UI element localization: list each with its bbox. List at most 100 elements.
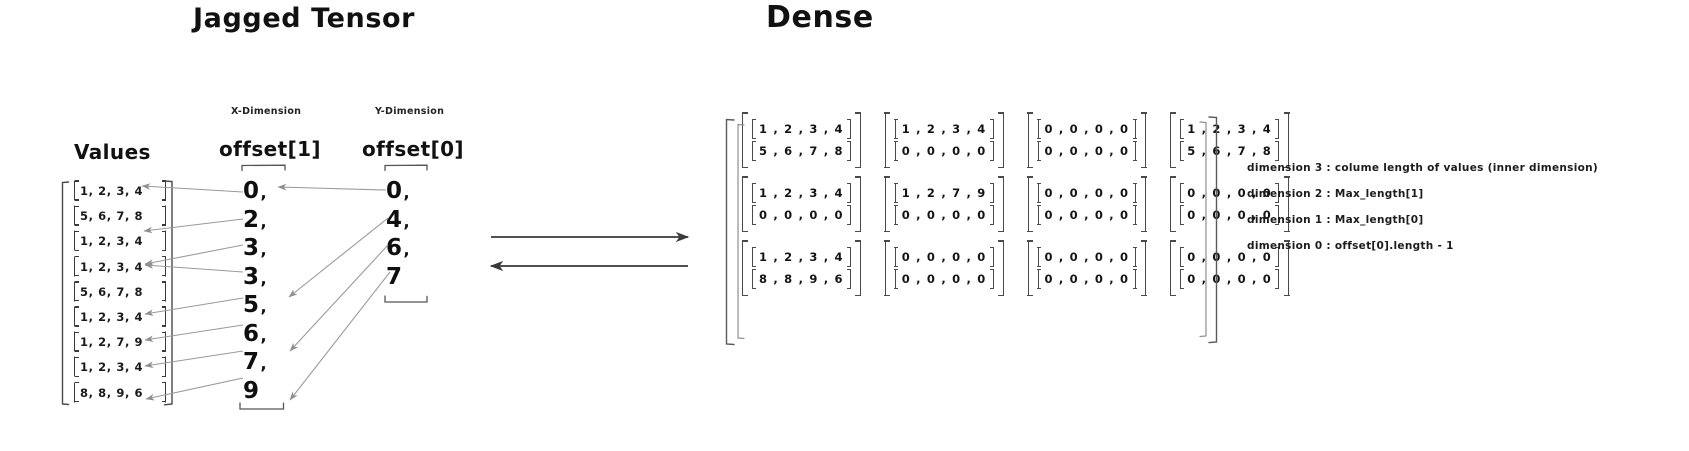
dense-vector-text: 1 , 2 , 7 , 9	[901, 186, 987, 200]
offset1-item: 5,	[243, 292, 303, 321]
comma-glyph: ,	[260, 297, 268, 316]
offset0-item: 0,	[386, 178, 446, 207]
dense-title: Dense	[766, 0, 874, 35]
dense-vector-text: 0 , 0 , 0 , 0	[901, 208, 987, 222]
offset1-value: 3	[243, 235, 260, 261]
dense-vector: 8 , 8 , 9 , 6	[751, 269, 852, 289]
values-row-text: 1, 2, 3, 4	[80, 310, 144, 324]
dimension-line: dimension 3 : colume length of values (i…	[1247, 162, 1599, 174]
dense-vector: 0 , 0 , 0 , 0	[1037, 183, 1137, 203]
values-row: 5, 6, 7, 8	[74, 280, 166, 302]
offset0-item: 7	[386, 264, 446, 291]
dense-matrix: 1 , 2 , 3 , 4 0 , 0 , 0 , 0	[741, 176, 862, 232]
comma-glyph: ,	[260, 354, 268, 373]
dense-matrix: 0 , 0 , 0 , 0 0 , 0 , 0 , 0	[1027, 240, 1147, 296]
offset1-list: 0,2,3,3,5,6,7,9	[243, 178, 303, 404]
comma-glyph: ,	[260, 211, 268, 231]
dense-matrix: 0 , 0 , 0 , 0 0 , 0 , 0 , 0	[1027, 112, 1147, 168]
dense-vector: 1 , 2 , 7 , 9	[894, 183, 994, 203]
dimension-line: dimension 2 : Max_length[1]	[1247, 188, 1424, 200]
comma-glyph: ,	[403, 211, 411, 231]
comma-glyph: ,	[403, 183, 411, 202]
dense-vector: 0 , 0 , 0 , 0	[1179, 269, 1280, 289]
values-row: 1, 2, 3, 4	[74, 306, 166, 327]
dense-matrix: 0 , 0 , 0 , 0 0 , 0 , 0 , 0	[1169, 240, 1290, 296]
dense-vector: 1 , 2 , 3 , 4	[751, 119, 852, 139]
offset0-value: 7	[386, 263, 403, 290]
values-row-text: 1, 2, 7, 9	[80, 335, 144, 350]
dense-vector: 0 , 0 , 0 , 0	[751, 205, 852, 225]
dense-vector: 5 , 6 , 7 , 8	[751, 141, 852, 161]
dense-vector-text: 0 , 0 , 0 , 0	[1044, 122, 1130, 136]
dense-vector-text: 0 , 0 , 0 , 0	[759, 208, 844, 222]
dense-vector-text: 0 , 0 , 0 , 0	[1187, 250, 1272, 264]
offset1-value: 7	[243, 349, 260, 375]
dense-vector-text: 0 , 0 , 0 , 0	[1187, 208, 1272, 222]
offset1-item: 3,	[243, 264, 303, 293]
dimension-line: dimension 1 : Max_length[0]	[1247, 214, 1424, 226]
dense-matrix: 1 , 2 , 3 , 4 8 , 8 , 9 , 6	[741, 240, 862, 296]
dense-vector-text: 1 , 2 , 3 , 4	[759, 250, 844, 264]
dense-vector: 1 , 2 , 3 , 4	[751, 183, 852, 203]
dense-vector: 0 , 0 , 0 , 0	[894, 205, 994, 225]
values-row: 1, 2, 3, 4	[74, 255, 166, 277]
dense-vector: 1 , 2 , 3 , 4	[751, 247, 852, 267]
dense-vector: 0 , 0 , 0 , 0	[1037, 205, 1137, 225]
offset1-label: offset[1]	[219, 137, 321, 161]
dense-vector-text: 1 , 2 , 3 , 4	[901, 122, 987, 136]
offset1-item: 0,	[243, 178, 303, 207]
comma-glyph: ,	[260, 268, 268, 288]
dense-vector: 0 , 0 , 0 , 0	[894, 269, 994, 289]
y-dimension-caption: Y-Dimension	[375, 106, 445, 117]
dense-vector: 0 , 0 , 0 , 0	[1037, 119, 1137, 139]
values-row-text: 8, 8, 9, 6	[80, 385, 144, 400]
values-row: 5, 6, 7, 8	[74, 205, 166, 227]
values-row-text: 5, 6, 7, 8	[80, 209, 144, 224]
dense-vector: 0 , 0 , 0 , 0	[894, 247, 994, 267]
offset0-value: 4	[386, 206, 403, 233]
dense-vector-text: 5 , 6 , 7 , 8	[759, 144, 844, 158]
offset0-value: 6	[386, 235, 403, 261]
dense-vector-text: 0 , 0 , 0 , 0	[1187, 272, 1272, 286]
values-row: 1, 2, 3, 4	[74, 180, 166, 201]
dense-row: 1 , 2 , 3 , 4 0 , 0 , 0 , 0 1 , 2 , 7 , 9 0…	[741, 176, 1290, 232]
values-row: 8, 8, 9, 6	[74, 381, 166, 403]
dimension-line: dimension 0 : offset[0].length - 1	[1247, 240, 1454, 252]
offset1-item: 9	[243, 378, 303, 405]
offset1-item: 7,	[243, 349, 303, 378]
values-row-text: 1, 2, 3, 4	[80, 259, 144, 274]
dense-vector-text: 0 , 0 , 0 , 0	[1044, 208, 1130, 222]
dense-vector-text: 0 , 0 , 0 , 0	[1044, 144, 1130, 158]
comma-glyph: ,	[260, 325, 268, 345]
offset1-item: 2,	[243, 207, 303, 236]
comma-glyph: ,	[403, 240, 411, 259]
dense-vector-text: 1 , 2 , 3 , 4	[1187, 122, 1272, 136]
offset0-label: offset[0]	[362, 137, 464, 161]
dense-vector-text: 1 , 2 , 3 , 4	[759, 186, 844, 200]
dense-vector-text: 8 , 8 , 9 , 6	[759, 272, 844, 286]
dense-vector-text: 0 , 0 , 0 , 0	[1044, 250, 1130, 264]
offset0-item: 4,	[386, 207, 446, 236]
offset1-value: 3	[243, 263, 260, 290]
values-row-text: 1, 2, 3, 4	[80, 184, 144, 198]
comma-glyph: ,	[260, 240, 268, 259]
dense-vector-text: 0 , 0 , 0 , 0	[1044, 186, 1130, 200]
x-dimension-caption: X-Dimension	[231, 106, 302, 117]
values-row-text: 5, 6, 7, 8	[80, 284, 144, 299]
values-row: 1, 2, 3, 4	[74, 356, 166, 378]
offset1-value: 9	[243, 377, 260, 404]
dense-vector: 0 , 0 , 0 , 0	[1037, 269, 1137, 289]
values-row: 1, 2, 3, 4	[74, 230, 166, 252]
offset1-value: 0	[243, 178, 260, 204]
dense-vector: 1 , 2 , 3 , 4	[1179, 119, 1280, 139]
dense-vector: 0 , 0 , 0 , 0	[1037, 141, 1137, 161]
dense-matrix: 0 , 0 , 0 , 0 0 , 0 , 0 , 0	[1027, 176, 1147, 232]
offset1-value: 6	[243, 320, 260, 347]
